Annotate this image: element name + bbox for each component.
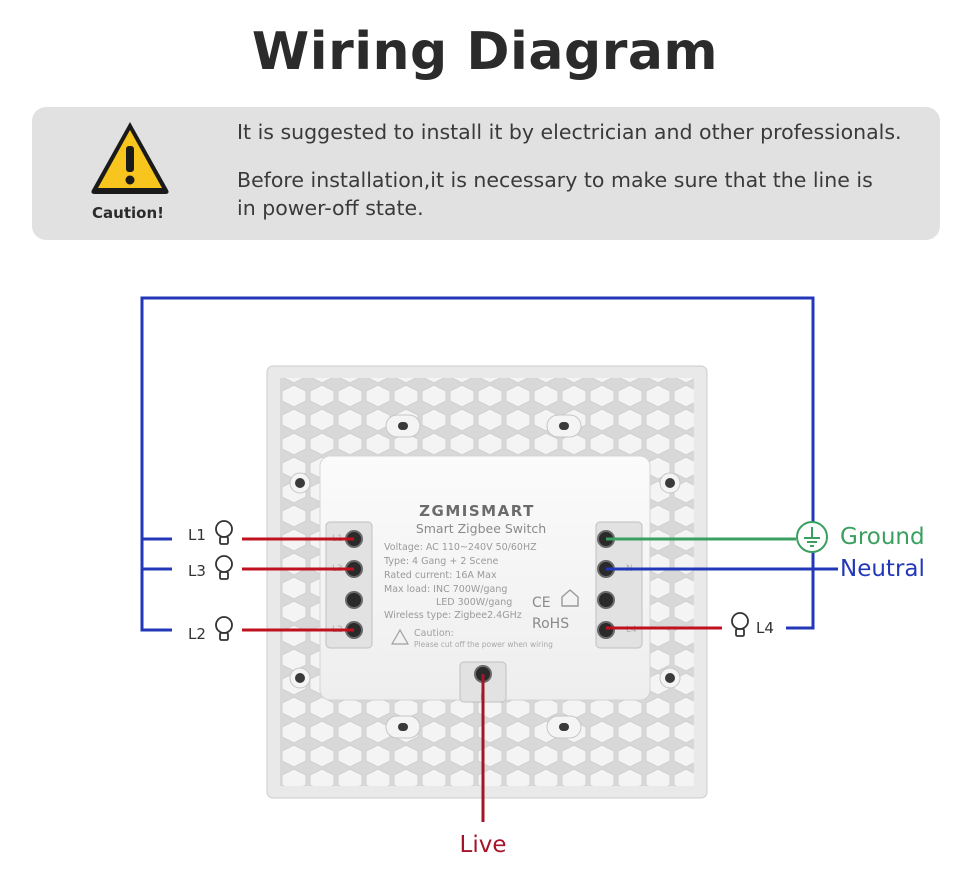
neutral-label: Neutral xyxy=(840,556,925,582)
device-spec-current: Rated current: 16A Max xyxy=(384,570,497,581)
bulb-l3-icon xyxy=(215,555,233,580)
device-model: Smart Zigbee Switch xyxy=(416,521,546,536)
load-label-l1: L1 xyxy=(188,526,206,544)
home-use-icon xyxy=(561,589,579,607)
caution-label: Caution! xyxy=(92,204,164,222)
live-label: Live xyxy=(460,832,507,858)
device-brand: ZGMISMART xyxy=(419,502,535,520)
device-spec-voltage: Voltage: AC 110~240V 50/60HZ xyxy=(384,542,537,553)
caution-panel xyxy=(32,107,940,240)
page-title: Wiring Diagram xyxy=(251,22,719,82)
load-label-l2: L2 xyxy=(188,625,206,643)
load-label-l3: L3 xyxy=(188,562,206,580)
bulb-l4-icon xyxy=(731,612,749,637)
device-caution-icon xyxy=(390,628,410,645)
device-caution-text: Please cut off the power when wiring xyxy=(414,640,553,649)
caution-note-power-off: Before installation,it is necessary to m… xyxy=(237,168,873,220)
bulb-l1-icon xyxy=(215,520,233,545)
ground-symbol-icon xyxy=(796,521,828,553)
bulb-l2-icon xyxy=(215,616,233,641)
neutral-wire xyxy=(140,296,838,632)
ground-label: Ground xyxy=(840,524,925,550)
device-spec-wireless: Wireless type: Zigbee2.4GHz xyxy=(384,610,522,621)
load-wires xyxy=(242,537,722,632)
device-spec-type: Type: 4 Gang + 2 Scene xyxy=(383,556,499,567)
device-spec-max-load: Max load: INC 700W/gang xyxy=(384,584,507,595)
rohs-mark: RoHS xyxy=(532,616,569,632)
switch-back-plate xyxy=(266,365,708,799)
load-label-l4: L4 xyxy=(756,619,774,637)
device-caution-title: Caution: xyxy=(414,628,454,639)
terminal-label-l4: L4 xyxy=(626,625,637,635)
device-spec-led: LED 300W/gang xyxy=(436,597,512,608)
caution-note-electrician: It is suggested to install it by electri… xyxy=(237,120,902,144)
ce-mark: CE xyxy=(532,595,551,611)
warning-triangle-icon xyxy=(91,122,169,194)
